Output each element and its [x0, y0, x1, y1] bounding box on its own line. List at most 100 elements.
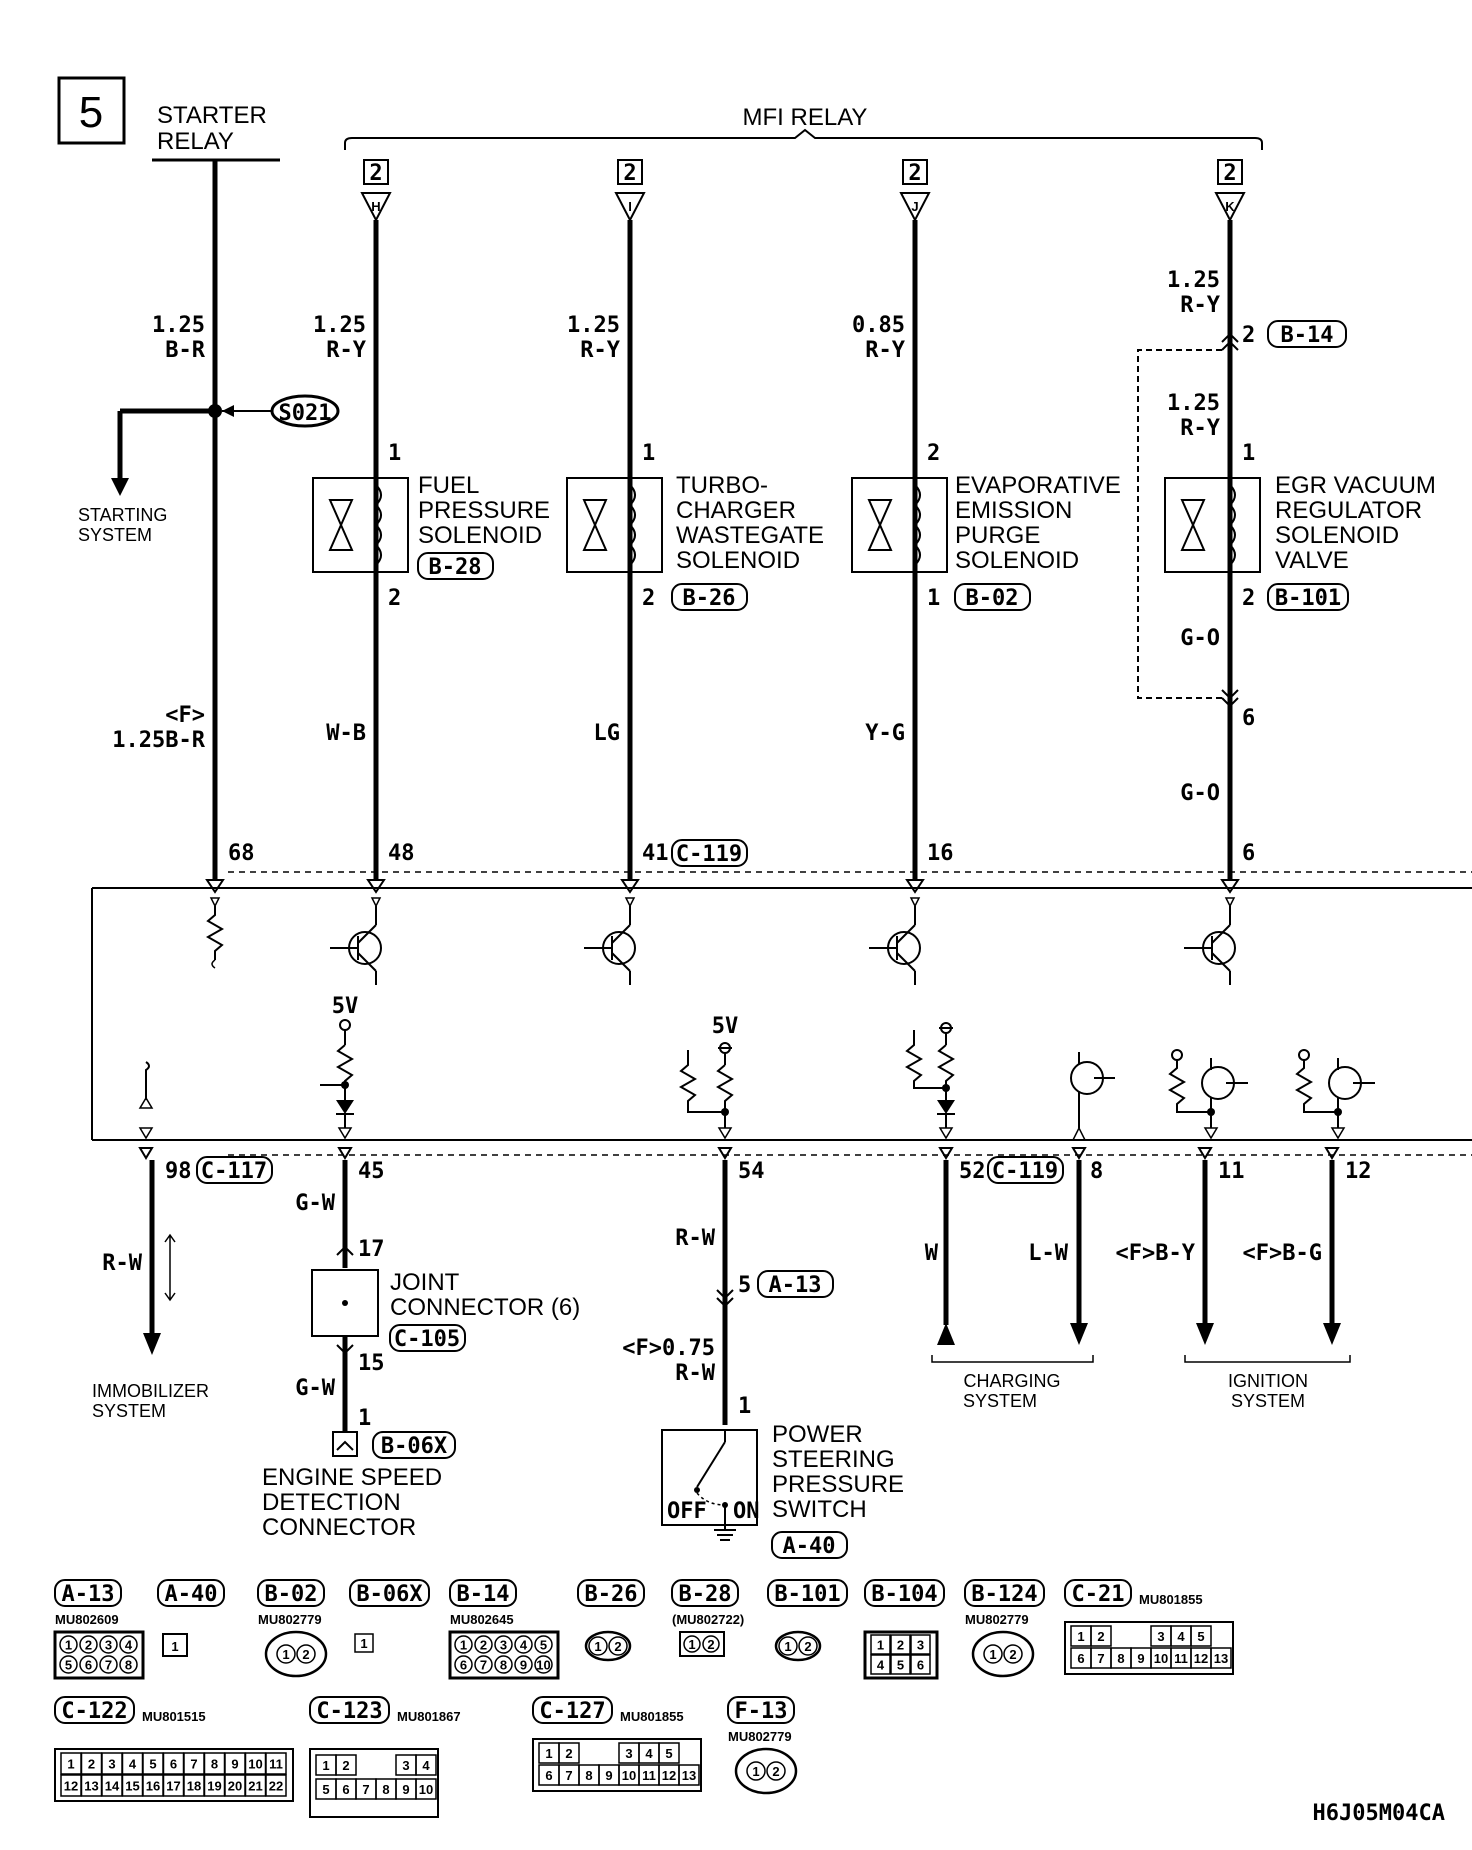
lower-wire-color: Y-G — [865, 721, 905, 746]
connector-pin: 21 — [248, 1779, 262, 1794]
connector-pin: 1 — [322, 1758, 329, 1773]
component-name-3: PURGE — [955, 522, 1040, 549]
connector-pin: 13 — [1214, 1651, 1228, 1666]
name-4: SWITCH — [772, 1496, 867, 1523]
lower-wire-color: LG — [594, 721, 621, 746]
connector-pin: 20 — [228, 1779, 242, 1794]
connector-pin: 5 — [65, 1658, 72, 1673]
section-number: 5 — [79, 88, 103, 137]
connector-part-number: MU801855 — [620, 1709, 684, 1724]
connector-pin: 2 — [88, 1757, 95, 1772]
immobilizer-system-label-1: IMMOBILIZER — [92, 1381, 209, 1401]
mid-conn: A-13 — [769, 1273, 822, 1298]
jc-name-2: CONNECTOR (6) — [390, 1294, 580, 1321]
mid-color-lower: G-O — [1180, 781, 1220, 806]
name-1: POWER — [772, 1421, 863, 1448]
pin-top: 1 — [388, 441, 401, 466]
connector-pin: 1 — [282, 1647, 289, 1662]
name-1: ENGINE SPEED — [262, 1464, 442, 1491]
connector-part-number: MU801515 — [142, 1709, 206, 1724]
wire-a: W — [925, 1241, 939, 1266]
connector-pin: 2 — [302, 1647, 309, 1662]
connector-pin: 2 — [804, 1639, 811, 1654]
intermediate-connector-ref: B-14 — [1281, 323, 1334, 348]
connector-pin: 10 — [622, 1768, 636, 1783]
connector-pin: 4 — [645, 1746, 653, 1761]
connector-pin: 3 — [500, 1638, 507, 1653]
connector-pin: 9 — [402, 1782, 409, 1797]
conn: A-40 — [783, 1534, 836, 1559]
mid-pin: 5 — [738, 1273, 751, 1298]
connector-pin: 9 — [520, 1658, 527, 1673]
lower-variant: <F>0.75 — [622, 1336, 715, 1361]
connector-pin: 1 — [877, 1638, 884, 1653]
starter-relay-label-1: STARTER — [157, 102, 267, 129]
component-name-1: FUEL — [418, 472, 479, 499]
connector-pin: 3 — [1157, 1629, 1164, 1644]
starting-system-label-1: STARTING — [78, 505, 167, 525]
connector-pin: 6 — [545, 1768, 552, 1783]
connector-part-number: MU802779 — [728, 1729, 792, 1744]
connector-pin: 11 — [269, 1757, 283, 1772]
jc-name-1: JOINT — [390, 1269, 460, 1296]
ecu-pin: 6 — [1242, 841, 1255, 866]
connector-part-number: MU802645 — [450, 1612, 514, 1627]
mfi-relay-label: MFI RELAY — [743, 104, 868, 131]
connector-number: 2 — [908, 161, 921, 186]
name-2: STEERING — [772, 1446, 895, 1473]
name-3: PRESSURE — [772, 1471, 904, 1498]
terminal-letter: J — [911, 199, 918, 214]
connector-pin: 8 — [211, 1757, 218, 1772]
connector-id: B-02 — [265, 1582, 318, 1607]
component-name-3: SOLENOID — [1275, 522, 1399, 549]
upper-wire-size: 1.25 — [1167, 268, 1220, 293]
jc-pin-bottom: 15 — [358, 1351, 385, 1376]
wire-b: L-W — [1028, 1241, 1068, 1266]
connector-pin: 4 — [422, 1758, 430, 1773]
connector-pin: 12 — [662, 1768, 676, 1783]
component-name-1: EVAPORATIVE — [955, 472, 1121, 499]
connector-id: B-26 — [585, 1582, 638, 1607]
starter-wire-color: B-R — [165, 338, 205, 363]
connector-legend-item: A-401 — [157, 1579, 225, 1657]
pin-b: 12 — [1345, 1159, 1372, 1184]
connector-pin: 17 — [166, 1779, 180, 1794]
wire-color: R-Y — [1180, 416, 1220, 441]
immobilizer-system-label-2: SYSTEM — [92, 1401, 166, 1421]
connector-part-number: MU802779 — [258, 1612, 322, 1627]
connector-pin: 2 — [772, 1764, 779, 1779]
connector-part-number: MU801855 — [1139, 1592, 1203, 1607]
component-name-4: SOLENOID — [676, 547, 800, 574]
turbocharger-wastegate-solenoid-circuit: 2 I 1.25 R-Y 1 TURBO- CHARGER WASTEGATE … — [566, 159, 824, 880]
pin-bottom: 1 — [927, 586, 940, 611]
pin-bottom: 2 — [1242, 586, 1255, 611]
lower-wire-color: W-B — [326, 721, 366, 746]
connector-pin: 6 — [460, 1658, 467, 1673]
connector-pin: 22 — [269, 1779, 283, 1794]
starter-lower-variant: <F> — [165, 703, 205, 728]
pin-a: 52 — [959, 1159, 986, 1184]
charging-system-circuit: 52 C-119 8 W L-W CHARGING SYSTEM — [925, 1147, 1103, 1411]
connector-pin: 1 — [1077, 1629, 1084, 1644]
connector-number: 2 — [623, 161, 636, 186]
ecu-pin: 48 — [388, 841, 415, 866]
wire-lower: G-W — [295, 1376, 335, 1401]
wire-b: <F>B-G — [1243, 1241, 1322, 1266]
connector-pin: 2 — [480, 1638, 487, 1653]
connector-pin: 12 — [64, 1779, 78, 1794]
connector-ref: B-101 — [1275, 586, 1341, 611]
name-3: CONNECTOR — [262, 1514, 416, 1541]
starter-relay-circuit: STARTER RELAY 1.25 B-R STARTING SYSTEM S… — [78, 102, 340, 880]
connector-pin: 7 — [190, 1757, 197, 1772]
connector-pin: 6 — [85, 1658, 92, 1673]
power-steering-pressure-switch-circuit: 54 R-W 5 A-13 <F>0.75 R-W 1 OFF ON POWER… — [622, 1147, 904, 1559]
connector-pin: 1 — [171, 1639, 178, 1654]
connector-pin: 1 — [752, 1764, 759, 1779]
